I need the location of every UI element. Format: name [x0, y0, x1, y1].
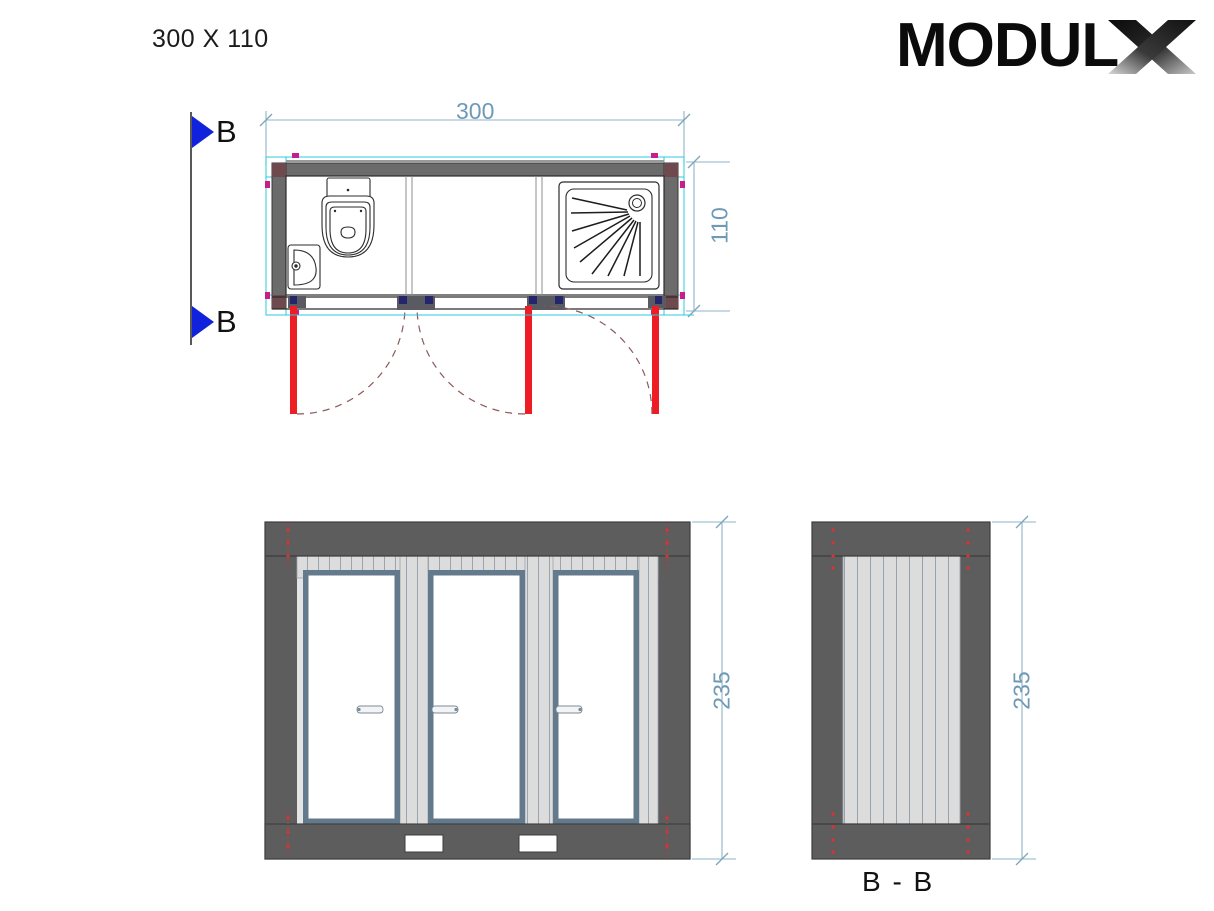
plan-depth-dimension-label: 110 — [706, 207, 733, 244]
side-corner-screw-markers — [831, 528, 970, 854]
logo-wordmark: MODUL — [896, 14, 1118, 78]
section-view-caption: B - B — [862, 866, 935, 897]
door-handle-icon — [356, 705, 384, 714]
door-hinge — [648, 296, 666, 308]
side-elevation-height-label: 235 — [1008, 671, 1035, 710]
door-hinge-group — [288, 296, 666, 310]
door-hinge — [527, 296, 565, 310]
front-elevation-frame — [264, 521, 691, 860]
door-leaf-group — [290, 306, 659, 414]
page-title: 300 X 110 — [152, 25, 269, 53]
door-3-swing-arc — [543, 305, 653, 415]
door-1-leaf — [290, 306, 297, 414]
elevation-door-3[interactable] — [553, 570, 639, 824]
shower-tray-icon — [558, 181, 660, 290]
section-mark-b-top: B — [216, 114, 237, 149]
wash-basin-icon — [287, 244, 321, 290]
elevation-door-1[interactable] — [303, 570, 400, 824]
snap-bounding-box — [265, 156, 685, 316]
toilet-wc-icon — [321, 177, 375, 258]
section-mark-group — [190, 112, 214, 345]
floor-plan-group — [259, 111, 730, 415]
front-elevation-height-label: 235 — [708, 671, 735, 710]
section-arrow-bottom — [192, 306, 214, 338]
side-elevation-frame — [811, 521, 991, 860]
elevation-door-2[interactable] — [428, 570, 525, 824]
transom-corrugation — [296, 555, 659, 579]
vent-left — [404, 834, 444, 853]
door-1-swing-arc — [296, 305, 406, 415]
mullion-panel-right — [524, 555, 554, 825]
logo-x-mark — [1108, 20, 1196, 74]
door-handle-icon — [555, 705, 583, 714]
door-swing-arc-group — [296, 305, 653, 415]
module-shell — [271, 160, 679, 310]
section-arrow-top — [192, 116, 214, 148]
interior-partitions — [405, 176, 543, 297]
side-elevation-group — [811, 515, 1036, 866]
door-2-leaf — [525, 306, 532, 414]
door-hinge — [397, 296, 435, 310]
front-elevation-group — [264, 515, 736, 866]
base-plinth — [264, 823, 691, 860]
door-3-leaf — [652, 306, 659, 414]
modulx-logo: MODUL — [896, 11, 1196, 80]
door-handle-icon — [431, 705, 459, 714]
snap-point-markers — [265, 153, 685, 315]
corner-screw-markers — [287, 524, 668, 858]
corner-screw-dots — [286, 528, 669, 848]
vent-right — [518, 834, 558, 853]
plan-width-dimension-label: 300 — [456, 98, 495, 124]
shower-spray-lines — [570, 197, 641, 277]
mullion-panel-left — [399, 555, 429, 825]
section-mark-b-bottom: B — [216, 304, 237, 339]
side-corrugated-panel — [842, 555, 961, 825]
door-2-swing-arc — [416, 305, 526, 415]
door-hinge — [288, 296, 306, 308]
mullion-panel-end — [638, 555, 659, 825]
